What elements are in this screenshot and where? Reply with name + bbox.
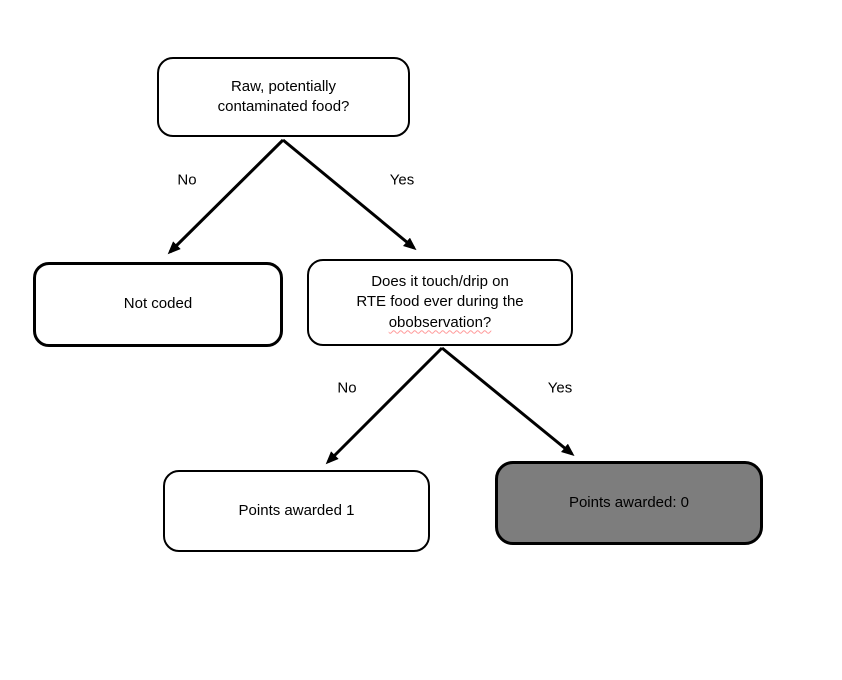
node-not-coded: Not coded [33, 262, 283, 347]
arrow-root-no [167, 138, 285, 255]
arrow-touch-no [325, 346, 444, 465]
node-points-awarded-1-label: Points awarded 1 [238, 501, 355, 519]
node-points-awarded-0-label: Points awarded: 0 [568, 493, 690, 511]
node-raw-contaminated-food: Raw, potentially contaminated food? [157, 57, 410, 137]
node-points-awarded-0: Points awarded: 0 [495, 461, 763, 545]
node-touch-drip-rte: Does it touch/drip on RTE food ever duri… [307, 259, 573, 346]
edge-label-touch-no: No [337, 379, 357, 397]
edge-label-root-no: No [177, 171, 197, 189]
node-touch-drip-rte-misspelled-word: obobservation? [388, 313, 492, 331]
node-touch-drip-rte-label: Does it touch/drip on RTE food ever duri… [346, 272, 533, 332]
arrow-root-yes [282, 138, 417, 251]
node-touch-drip-rte-label-text: Does it touch/drip on RTE food ever duri… [356, 273, 524, 311]
node-raw-contaminated-food-label: Raw, potentially contaminated food? [217, 77, 350, 115]
node-not-coded-label: Not coded [123, 295, 193, 313]
edge-label-root-yes: Yes [389, 171, 415, 189]
edge-label-touch-yes: Yes [547, 379, 573, 397]
arrow-touch-yes [441, 346, 575, 457]
node-points-awarded-1: Points awarded 1 [163, 470, 430, 552]
